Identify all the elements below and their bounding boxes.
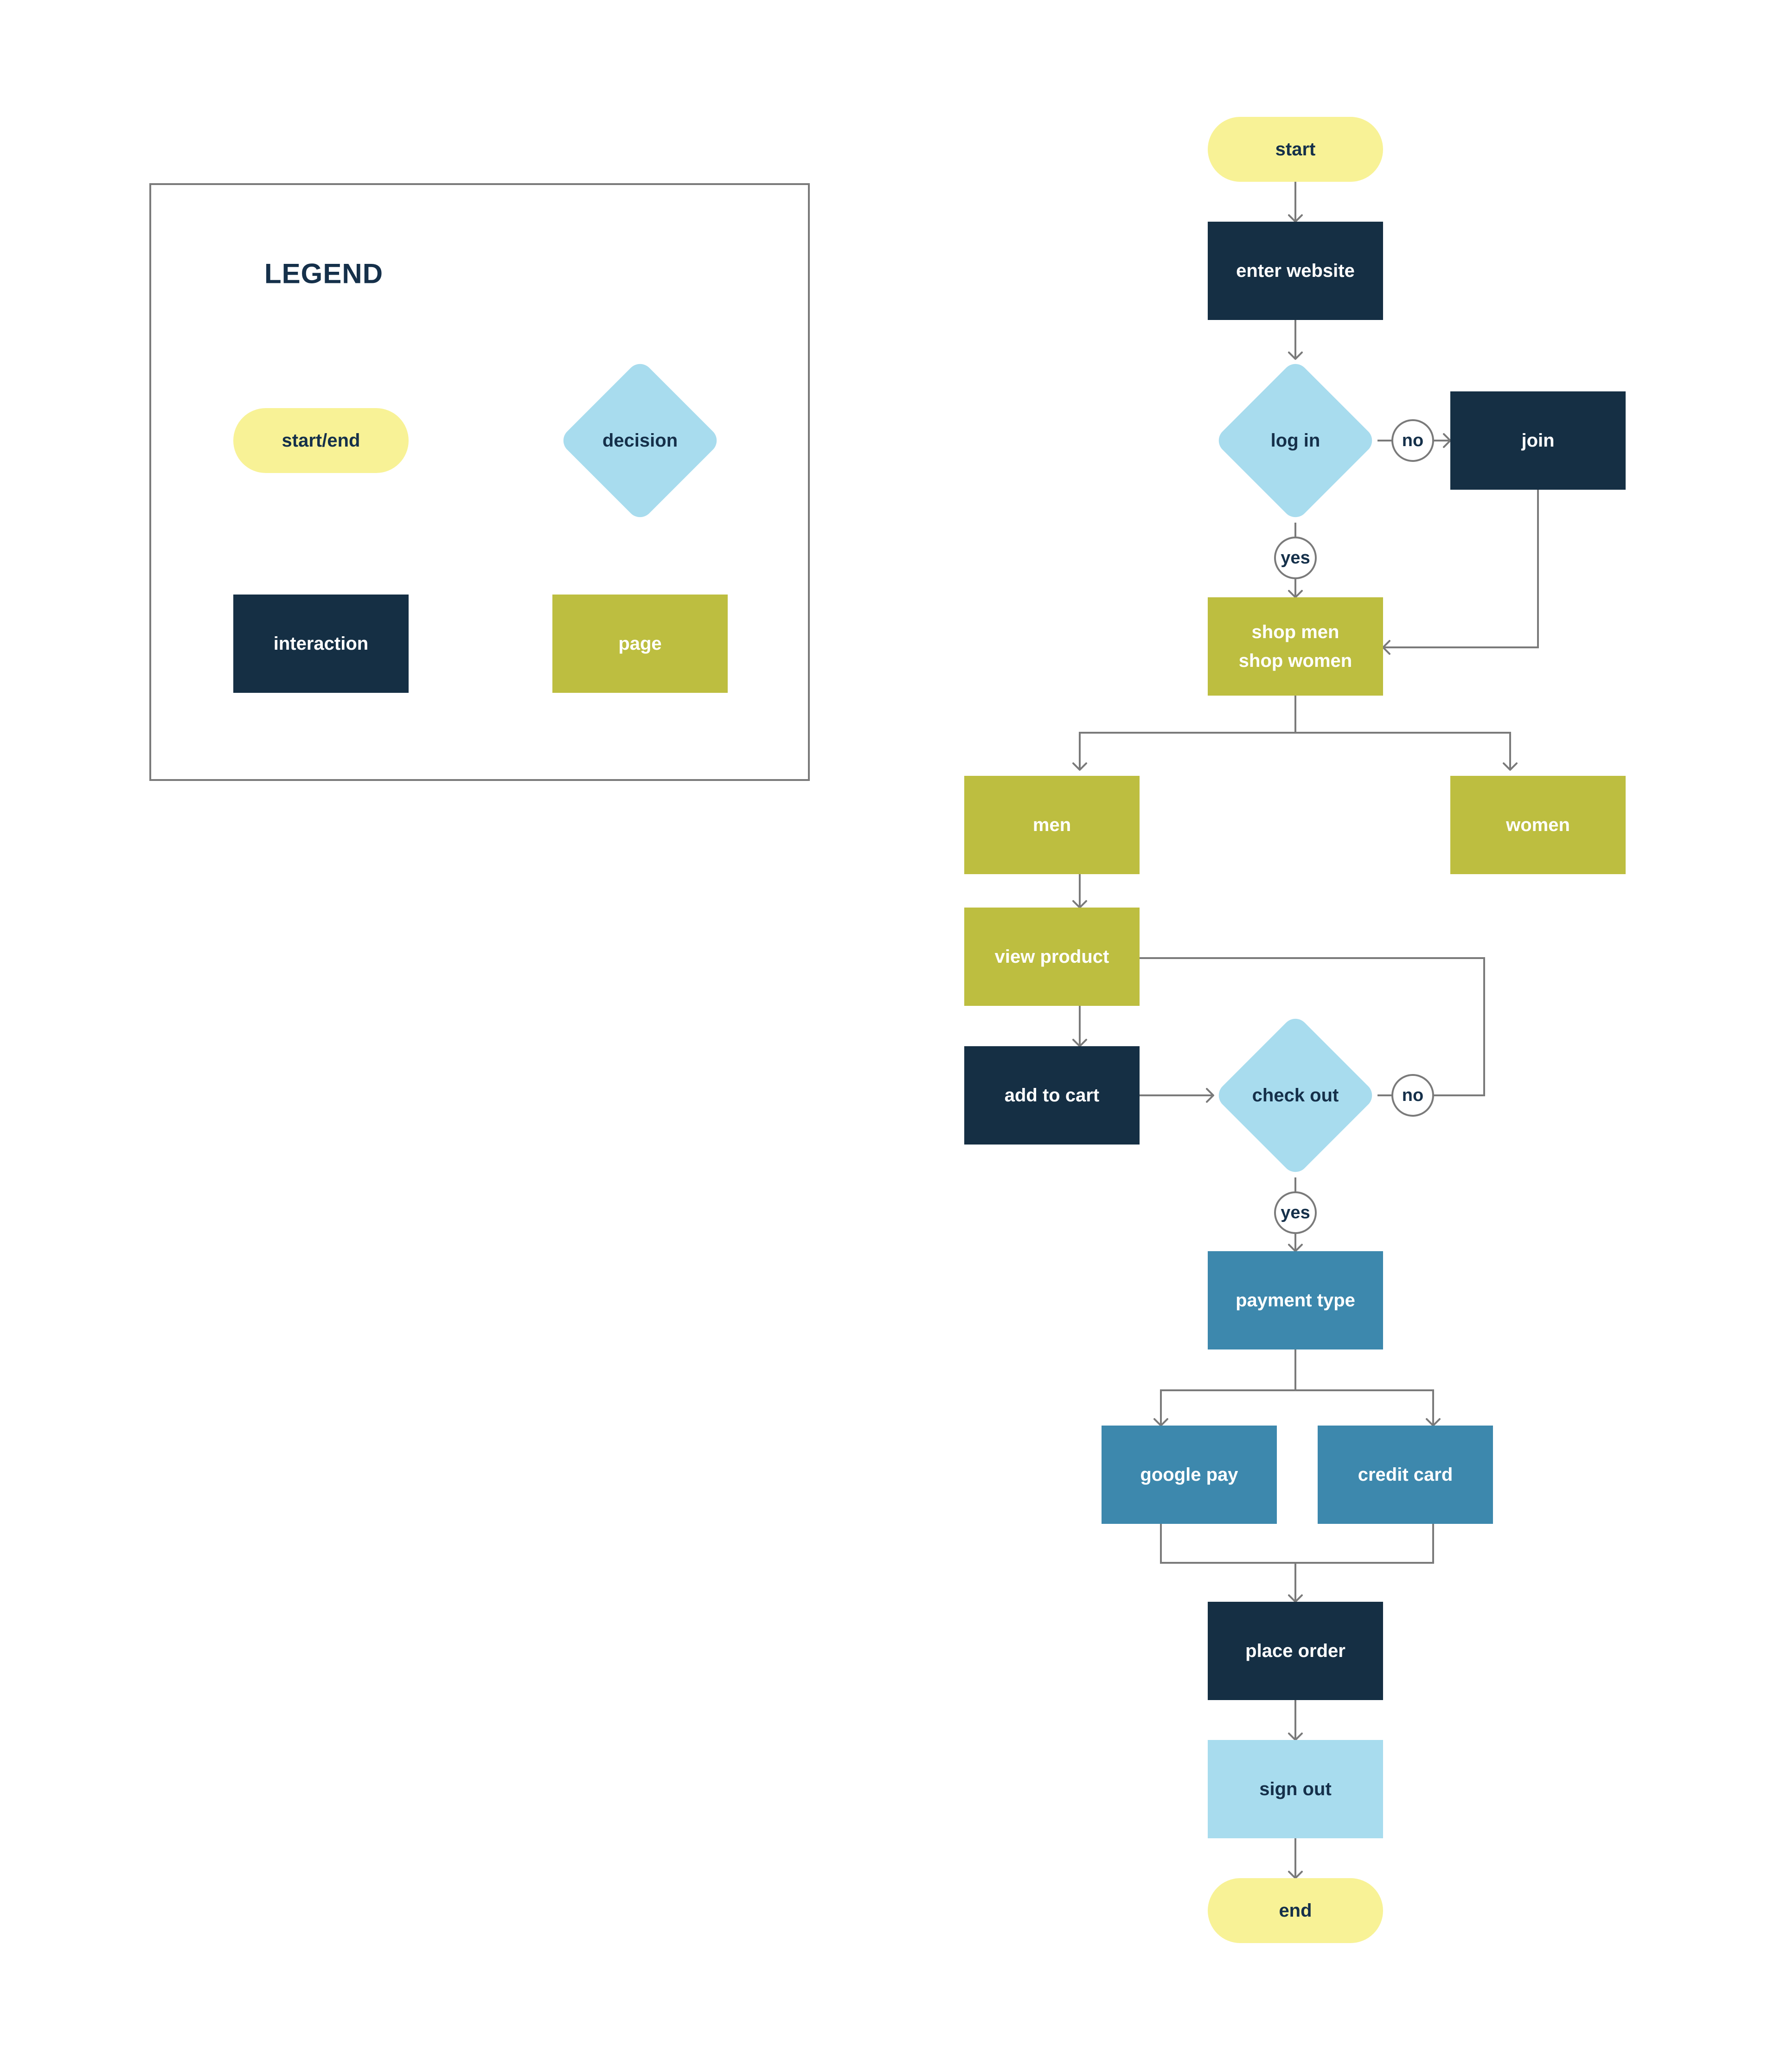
edge-label-login-yes: yes bbox=[1274, 537, 1317, 579]
arrow-head bbox=[1503, 762, 1518, 771]
start-shape bbox=[1208, 117, 1383, 182]
node-place-order: place order bbox=[1208, 1602, 1383, 1700]
edge-label-text: no bbox=[1402, 1086, 1423, 1105]
join-shape bbox=[1450, 391, 1626, 490]
node-credit-card: credit card bbox=[1318, 1426, 1493, 1524]
arrow-head bbox=[1072, 762, 1087, 771]
log-in-label: log in bbox=[1271, 430, 1320, 451]
node-view-product: view product bbox=[964, 908, 1140, 1006]
check-out-shape bbox=[1218, 1018, 1372, 1172]
legend-start-end-shape bbox=[233, 408, 409, 473]
google-pay-label: google pay bbox=[1140, 1464, 1238, 1485]
add-to-cart-label: add to cart bbox=[1005, 1085, 1099, 1106]
edge-label-text: no bbox=[1402, 431, 1423, 450]
edge-labels: no yes no yes bbox=[1274, 419, 1434, 1234]
node-enter-website: enter website bbox=[1208, 222, 1383, 320]
add-to-cart-shape bbox=[964, 1046, 1140, 1145]
sign-out-label: sign out bbox=[1259, 1779, 1332, 1799]
shop-shape bbox=[1208, 597, 1383, 696]
end-label: end bbox=[1279, 1900, 1312, 1921]
legend-title: LEGEND bbox=[264, 258, 383, 289]
credit-card-label: credit card bbox=[1358, 1464, 1453, 1485]
node-payment-type: payment type bbox=[1208, 1251, 1383, 1349]
connectors bbox=[1072, 182, 1539, 1879]
node-men: men bbox=[964, 776, 1140, 874]
edge-shop-branches bbox=[1079, 732, 1511, 770]
enter-website-label: enter website bbox=[1236, 261, 1355, 281]
node-start: start bbox=[1208, 117, 1383, 182]
node-google-pay: google pay bbox=[1102, 1426, 1277, 1524]
edge-label-text: yes bbox=[1281, 1203, 1310, 1222]
node-sign-out: sign out bbox=[1208, 1740, 1383, 1838]
legend-decision-label: decision bbox=[602, 430, 678, 451]
arrow-head bbox=[1288, 352, 1303, 360]
node-end: end bbox=[1208, 1878, 1383, 1943]
men-label: men bbox=[1033, 815, 1071, 835]
edge-label-circle bbox=[1274, 1191, 1317, 1234]
payment-type-label: payment type bbox=[1236, 1290, 1355, 1311]
edge-label-checkout-no: no bbox=[1391, 1074, 1434, 1117]
join-label: join bbox=[1521, 430, 1554, 451]
node-check-out: check out bbox=[1218, 1018, 1372, 1172]
legend-start-end-label: start/end bbox=[282, 430, 360, 451]
payment-type-shape bbox=[1208, 1251, 1383, 1349]
women-label: women bbox=[1506, 815, 1570, 835]
legend-page-label: page bbox=[618, 633, 661, 654]
edge-label-login-no: no bbox=[1391, 419, 1434, 462]
legend-item-interaction: interaction bbox=[233, 595, 409, 693]
node-add-to-cart: add to cart bbox=[964, 1046, 1140, 1145]
place-order-label: place order bbox=[1245, 1641, 1345, 1661]
edge-join-to-shop bbox=[1383, 490, 1539, 648]
women-shape bbox=[1450, 776, 1626, 874]
view-product-label: view product bbox=[995, 946, 1109, 967]
edge-payment-merge bbox=[1160, 1524, 1434, 1564]
legend-page-shape bbox=[552, 595, 728, 693]
google-pay-shape bbox=[1102, 1426, 1277, 1524]
edge-payment-branches bbox=[1160, 1389, 1434, 1426]
legend-item-page: page bbox=[552, 595, 728, 693]
legend-interaction-shape bbox=[233, 595, 409, 693]
node-log-in: log in bbox=[1218, 364, 1372, 518]
legend-item-decision: decision bbox=[563, 364, 717, 518]
check-out-label: check out bbox=[1252, 1085, 1339, 1106]
edge-label-text: yes bbox=[1281, 548, 1310, 568]
edge-label-circle bbox=[1274, 537, 1317, 579]
place-order-shape bbox=[1208, 1602, 1383, 1700]
end-shape bbox=[1208, 1878, 1383, 1943]
start-label: start bbox=[1275, 139, 1316, 160]
log-in-shape bbox=[1218, 364, 1372, 518]
legend: LEGEND start/end decision interaction page bbox=[149, 183, 810, 781]
legend-frame bbox=[149, 183, 810, 781]
node-women: women bbox=[1450, 776, 1626, 874]
node-join: join bbox=[1450, 391, 1626, 490]
legend-decision-shape bbox=[563, 364, 717, 518]
legend-item-start-end: start/end bbox=[233, 408, 409, 473]
edge-label-circle bbox=[1391, 1074, 1434, 1117]
men-shape bbox=[964, 776, 1140, 874]
legend-interaction-label: interaction bbox=[274, 633, 368, 654]
credit-card-shape bbox=[1318, 1426, 1493, 1524]
edge-label-checkout-yes: yes bbox=[1274, 1191, 1317, 1234]
sign-out-shape bbox=[1208, 1740, 1383, 1838]
view-product-shape bbox=[964, 908, 1140, 1006]
enter-website-shape bbox=[1208, 222, 1383, 320]
edge-label-circle bbox=[1391, 419, 1434, 462]
arrow-head bbox=[1206, 1088, 1214, 1103]
